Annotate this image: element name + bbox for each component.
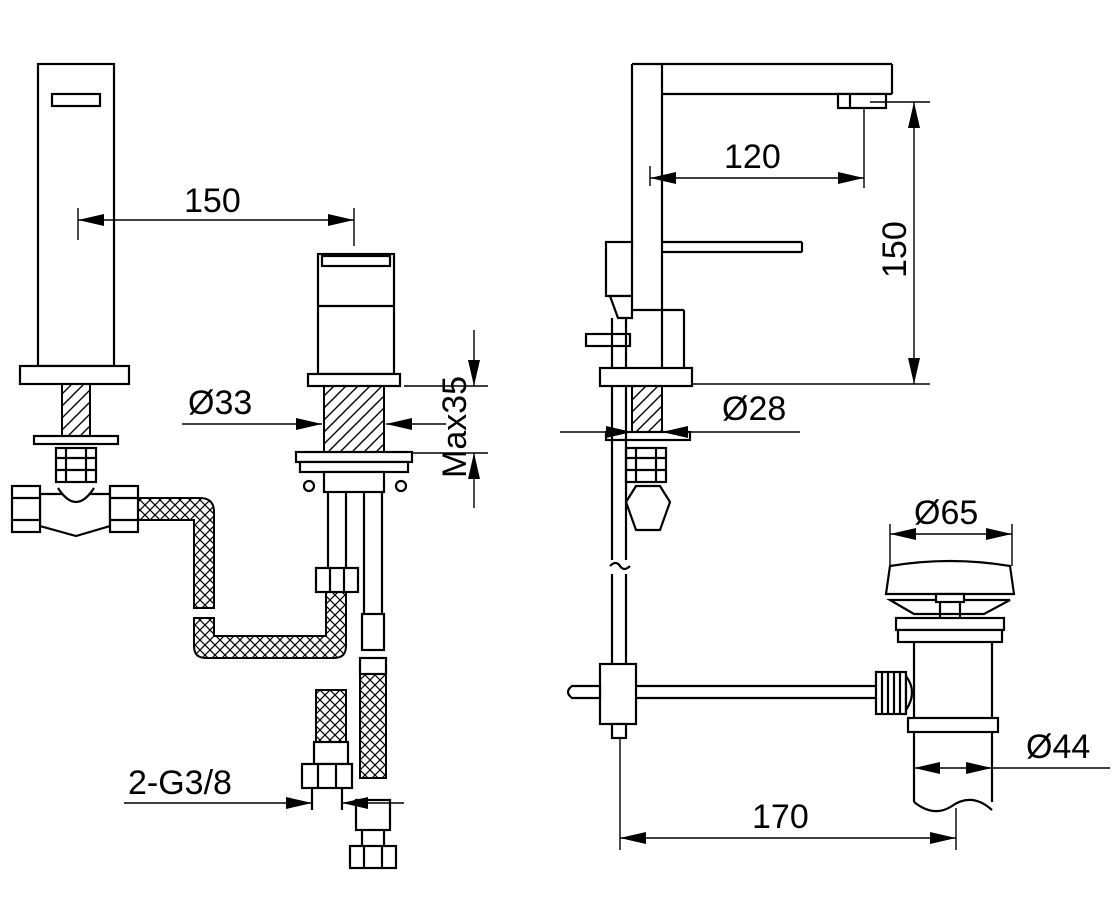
label-connection-thread: 2-G3/8 — [128, 764, 232, 802]
left-spout-column — [18, 62, 131, 484]
label-spout-reach: 120 — [724, 138, 781, 176]
dim-waste-top-diameter — [889, 524, 1013, 566]
left-mixing-tee — [10, 484, 140, 538]
dim-spout-reach — [649, 108, 865, 188]
waste-assembly — [884, 559, 1016, 813]
dim-waste-body-diameter — [914, 762, 1110, 774]
label-spout-height-left: 150 — [184, 182, 241, 220]
label-waste-top-diameter: Ø65 — [914, 494, 978, 532]
right-spout-side — [630, 62, 894, 368]
pop-up-linkage — [566, 662, 914, 740]
label-spout-height-right: 150 — [876, 221, 914, 278]
right-lever-handle — [584, 240, 804, 368]
left-braided-hose — [137, 497, 360, 659]
dim-base-diameter-right — [560, 426, 800, 438]
left-mixer-body — [294, 252, 414, 870]
right-base — [598, 366, 694, 664]
label-waste-rod-length: 170 — [752, 798, 809, 836]
dim-spout-height-left — [77, 208, 355, 246]
label-base-diameter-left: Ø33 — [188, 384, 252, 422]
dim-max-deck — [404, 330, 488, 508]
label-max-deck: Max35 — [436, 376, 474, 478]
label-waste-body-diameter: Ø44 — [1026, 728, 1090, 766]
dim-spout-height-right — [692, 101, 930, 385]
dim-base-diameter-left — [182, 418, 446, 430]
dim-connection-thread — [124, 797, 404, 809]
label-base-diameter-right: Ø28 — [722, 390, 786, 428]
dim-waste-rod-length — [619, 738, 957, 850]
